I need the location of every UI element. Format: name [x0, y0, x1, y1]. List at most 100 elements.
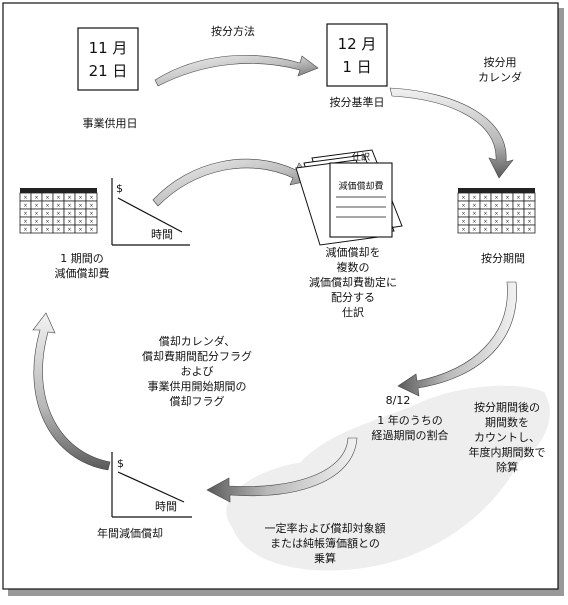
calendar-cell-mark: ×	[461, 211, 465, 217]
calendar-cell-mark: ×	[472, 211, 476, 217]
calendar-cell-mark: ×	[516, 227, 520, 233]
calendar-header	[458, 188, 535, 193]
calendar-cell-mark: ×	[56, 211, 60, 217]
calendar-header	[20, 188, 97, 193]
divide-line: 期間数を	[485, 416, 529, 429]
arrow-to-fraction	[397, 281, 517, 397]
journal-header: 仕訳	[352, 151, 370, 163]
calendar-cell-mark: ×	[78, 195, 82, 201]
divide-line: カウントし、	[474, 431, 540, 444]
calendar-cell-mark: ×	[505, 195, 509, 201]
cloud-shape	[225, 384, 551, 572]
arrow-to-annual	[206, 437, 358, 503]
calendar-cell-mark: ×	[56, 203, 60, 209]
calendar-cell-mark: ×	[67, 211, 71, 217]
calendar-cell-mark: ×	[505, 219, 509, 225]
calendar-cell-mark: ×	[472, 219, 476, 225]
dollar-label: $	[116, 182, 123, 195]
calendar-cell-mark: ×	[23, 227, 27, 233]
journal-caption-line: 減価償却を	[326, 245, 381, 259]
start-date-day: 21 日	[89, 62, 128, 80]
calendar-cell-mark: ×	[56, 195, 60, 201]
journal-caption-line: 配分する	[331, 291, 375, 304]
journal-caption-line: 仕訳	[342, 305, 364, 319]
multiply-line: 乗算	[314, 551, 336, 565]
flags-line: 償却フラグ	[170, 394, 225, 408]
divide-line: 年度内期間数で	[469, 445, 546, 459]
method-label: 按分方法	[211, 24, 255, 38]
calendar-cell-mark: ×	[516, 195, 520, 201]
dollar-label: $	[117, 457, 124, 470]
calendar-cell-mark: ×	[89, 211, 93, 217]
calendar-cell	[85, 224, 98, 234]
calendar-cell-mark: ×	[23, 211, 27, 217]
base-date-caption: 按分基準日	[330, 95, 385, 109]
base-date-day: 1 日	[342, 58, 371, 76]
divide-line: 除算	[496, 460, 518, 474]
calendar-cell-mark: ×	[67, 219, 71, 225]
period-calendar-left: ×××××××××××××××××××××××××××××××××××	[19, 188, 98, 234]
calendar-cell-mark: ×	[494, 203, 498, 209]
calendar-cell-mark: ×	[78, 219, 82, 225]
time-axis-label: 時間	[155, 500, 177, 513]
multiply-line: または純帳簿価額との	[270, 536, 380, 550]
calendar-cell-mark: ×	[56, 227, 60, 233]
divide-text: 按分期間後の 期間数を カウントし、 年度内期間数で 除算	[469, 400, 546, 474]
calendar-label-1: 按分用	[484, 55, 517, 69]
calendar-cell-mark: ×	[45, 211, 49, 217]
calendar-cell-mark: ×	[67, 203, 71, 209]
calendar-cell-mark: ×	[56, 219, 60, 225]
calendar-cell-mark: ×	[78, 227, 82, 233]
calendar-cell-mark: ×	[516, 219, 520, 225]
calendar-cell-mark: ×	[527, 195, 531, 201]
calendar-cell-mark: ×	[505, 203, 509, 209]
calendar-cell-mark: ×	[45, 219, 49, 225]
calendar-cell-mark: ×	[483, 219, 487, 225]
calendar-cell	[523, 224, 536, 234]
calendar-cell-mark: ×	[527, 203, 531, 209]
journal-doc: 仕訳 減価償却費	[329, 151, 393, 238]
trend-line	[117, 471, 185, 503]
calendar-cell-mark: ×	[527, 211, 531, 217]
fraction-value: 8/12	[386, 394, 411, 407]
calendar-cell-mark: ×	[461, 195, 465, 201]
calendar-cell-mark: ×	[527, 227, 531, 233]
multiply-line: 一定率および償却対象額	[265, 521, 386, 535]
calendar-cell-mark: ×	[494, 219, 498, 225]
fraction-caption-1: 1 年のうちの	[377, 413, 443, 427]
flags-text: 償却カレンダ、 償却費期間配分フラグ および 事業供用開始期間の 償却フラグ	[142, 334, 252, 408]
calendar-cell-mark: ×	[34, 227, 38, 233]
calendar-cell-mark: ×	[483, 203, 487, 209]
calendar-cell-mark: ×	[67, 227, 71, 233]
calendar-cell-mark: ×	[461, 227, 465, 233]
calendar-cell-mark: ×	[89, 219, 93, 225]
start-date-month: 11 月	[89, 39, 128, 57]
calendar-cell-mark: ×	[78, 211, 82, 217]
base-date-box	[326, 23, 388, 87]
period-depreciation-graph: $ 時間	[111, 178, 190, 246]
divide-line: 按分期間後の	[474, 400, 540, 414]
flags-line: および	[181, 365, 214, 378]
trend-line	[117, 197, 183, 233]
period-depreciation-caption-1: 1 期間の	[60, 252, 104, 265]
start-date-box	[77, 27, 139, 91]
calendar-cell-mark: ×	[483, 227, 487, 233]
multiply-text: 一定率および償却対象額 または純帳簿価額との 乗算	[265, 521, 386, 565]
calendar-cell-mark: ×	[45, 195, 49, 201]
arrow-method	[154, 54, 319, 87]
calendar-cell-mark: ×	[23, 195, 27, 201]
annual-depreciation-graph: $ 時間	[111, 452, 192, 518]
start-date-caption: 事業供用日	[83, 116, 138, 130]
calendar-cell-mark: ×	[34, 195, 38, 201]
calendar-cell-mark: ×	[494, 195, 498, 201]
arrow-to-period	[32, 312, 111, 471]
calendar-cell-mark: ×	[89, 195, 93, 201]
calendar-cell-mark: ×	[483, 195, 487, 201]
calendar-cell-mark: ×	[89, 227, 93, 233]
calendar-cell-mark: ×	[472, 227, 476, 233]
flags-line: 償却カレンダ、	[159, 334, 235, 348]
allocation-period-label: 按分期間	[481, 251, 525, 265]
calendar-cell-mark: ×	[78, 203, 82, 209]
calendar-label-2: カレンダ	[478, 70, 522, 84]
base-date-month: 12 月	[338, 35, 377, 53]
